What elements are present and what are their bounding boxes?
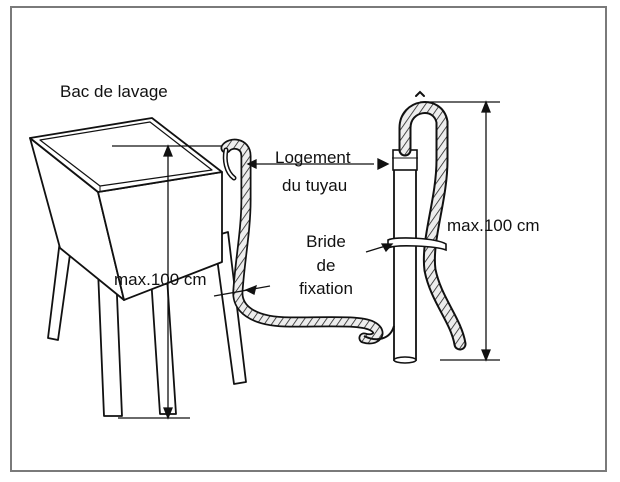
clamp <box>387 237 447 252</box>
max-height-right-label: max.100 cm <box>447 216 540 235</box>
standpipe <box>363 149 418 364</box>
wash-tub <box>29 117 247 417</box>
hose-housing-label-line1: Logement <box>275 148 351 167</box>
tub-leg-back-right <box>213 231 247 385</box>
clamp-label-line1: Bride <box>306 232 346 251</box>
clamp-label-line2: de <box>316 256 336 275</box>
standpipe-hose <box>398 90 467 351</box>
dimension-lines <box>112 100 500 420</box>
max-height-left-label: max.100 cm <box>114 270 207 289</box>
clamp-leader-left <box>213 285 271 297</box>
hose-housing-label-line2: du tuyau <box>282 176 348 195</box>
wash-tub-label: Bac de lavage <box>60 82 168 101</box>
drain-hose <box>220 138 384 345</box>
clamp-label-line3: fixation <box>299 279 353 298</box>
tub-inner-opening <box>39 121 213 187</box>
